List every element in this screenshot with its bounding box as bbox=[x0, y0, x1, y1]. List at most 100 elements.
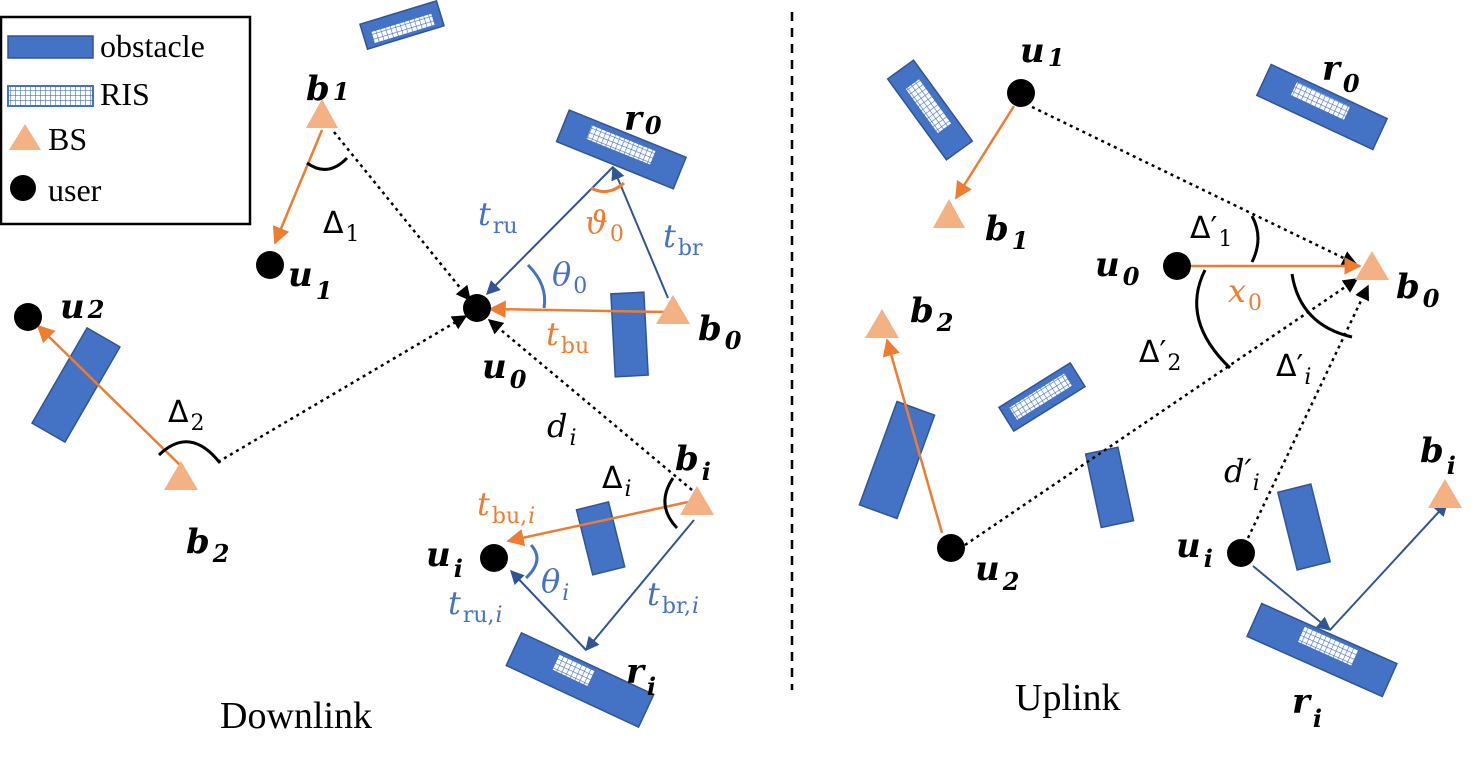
link-b1-u1 bbox=[272, 129, 324, 245]
legend-ris: RIS bbox=[100, 76, 150, 112]
link-ri-bi bbox=[1329, 501, 1448, 631]
link-u2-b2 bbox=[882, 338, 944, 534]
user-u2-uplink bbox=[937, 534, 965, 562]
interference-ui-b0 bbox=[1246, 284, 1370, 539]
label-t-ru-i: tru,i bbox=[448, 584, 503, 628]
arc-thetai bbox=[524, 543, 539, 580]
caption-downlink: Downlink bbox=[220, 695, 372, 737]
link-bi-ui bbox=[506, 500, 689, 547]
user-ui-uplink bbox=[1227, 539, 1255, 567]
bs-icon bbox=[9, 124, 41, 150]
link-b0-r0 bbox=[611, 165, 669, 299]
arc-vartheta0 bbox=[590, 181, 625, 194]
arc-deltai bbox=[663, 477, 679, 530]
legend-user: user bbox=[48, 172, 102, 208]
label-t-bu: tbu bbox=[546, 315, 589, 359]
arc-delta2p bbox=[1195, 269, 1232, 370]
interference-b1-u0 bbox=[333, 131, 471, 302]
obstacle-r0-uplink bbox=[1255, 63, 1389, 151]
obstacle-ri bbox=[505, 631, 655, 729]
label-theta0: θ0 bbox=[552, 255, 587, 299]
bs-bi bbox=[680, 486, 714, 515]
label-t-br: tbr bbox=[663, 217, 703, 261]
obstacle-r0 bbox=[555, 109, 688, 190]
interference-b2-u0 bbox=[217, 314, 468, 464]
user-u0-uplink bbox=[1163, 252, 1191, 280]
obstacle-left bbox=[31, 326, 121, 444]
ris-icon bbox=[7, 85, 94, 107]
link-b2-u2 bbox=[36, 324, 182, 467]
legend-obstacle: obstacle bbox=[100, 28, 205, 64]
caption-uplink: Uplink bbox=[1015, 677, 1121, 719]
label-di: di bbox=[547, 407, 577, 451]
obstacle-ri-uplink bbox=[1246, 602, 1398, 698]
link-bi-ri bbox=[585, 519, 695, 652]
bs-b1 bbox=[306, 99, 338, 128]
obstacle-left-uplink bbox=[858, 400, 936, 520]
arc-delta2 bbox=[157, 440, 222, 464]
user-u2 bbox=[14, 303, 42, 331]
bs-bi-uplink bbox=[1428, 479, 1462, 508]
label-delta2p: Δ′2 bbox=[1139, 335, 1181, 376]
obstacle-ris-center bbox=[997, 361, 1087, 433]
bs-b0-uplink bbox=[1355, 251, 1389, 280]
obstacle-center bbox=[610, 291, 649, 378]
label-delta1: Δ1 bbox=[323, 206, 360, 247]
arc-theta0 bbox=[526, 263, 547, 309]
interference-bi-u0 bbox=[487, 319, 693, 491]
bs-b2-uplink bbox=[865, 309, 899, 338]
user-u1-uplink bbox=[1007, 79, 1035, 107]
bs-b1-uplink bbox=[933, 199, 965, 228]
label-theta-i: θi bbox=[541, 562, 569, 606]
arc-delta1 bbox=[306, 156, 349, 171]
label-x0: x0 bbox=[1228, 272, 1262, 316]
bs-b2 bbox=[164, 461, 198, 490]
link-u1-b1 bbox=[954, 105, 1016, 200]
label-deltai: Δi bbox=[602, 461, 632, 502]
obstacle-mid-uplink bbox=[1084, 446, 1135, 529]
link-ui-ri bbox=[1252, 565, 1332, 631]
arc-delta1p bbox=[1250, 215, 1260, 263]
label-t-ru: tru bbox=[478, 195, 518, 239]
user-ui bbox=[480, 544, 508, 572]
label-deltaip: Δ′i bbox=[1276, 349, 1311, 390]
obstacle-small-i bbox=[575, 500, 626, 576]
obstacle-ris-top bbox=[359, 0, 445, 51]
user-u1 bbox=[256, 251, 284, 279]
user-icon bbox=[10, 175, 36, 201]
legend-bs: BS bbox=[48, 121, 87, 157]
bs-b0 bbox=[656, 295, 690, 324]
label-t-br-i: tbr,i bbox=[647, 575, 699, 619]
label-delta1p: Δ′1 bbox=[1190, 211, 1232, 252]
label-delta2: Δ2 bbox=[168, 395, 205, 436]
user-u0 bbox=[463, 294, 491, 322]
obstacle-right-uplink bbox=[1276, 483, 1332, 571]
label-vartheta0: ϑ0 bbox=[585, 203, 624, 247]
legend: obstacle RIS BS user bbox=[0, 15, 252, 226]
obstacle-icon bbox=[7, 35, 94, 59]
obstacle-ris-u1 bbox=[886, 59, 974, 161]
